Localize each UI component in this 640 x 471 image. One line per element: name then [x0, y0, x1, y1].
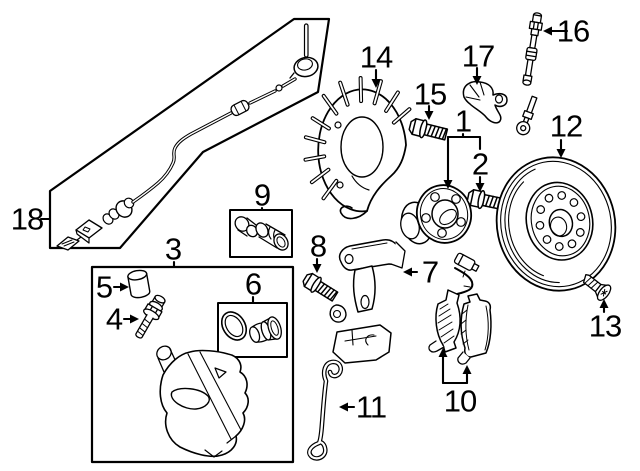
part-7-caliper-bracket — [329, 239, 406, 364]
pad2-hatching — [460, 309, 469, 345]
part-4-bleeder-valve — [135, 294, 166, 339]
callout-label-10: 10 — [443, 383, 477, 419]
part-5-bleeder-cap — [127, 269, 151, 299]
callout-label-13: 13 — [588, 308, 622, 344]
callout-label-11: 11 — [355, 389, 387, 425]
part-3-caliper-assembly — [90, 265, 295, 464]
part-11-retaining-spring — [307, 359, 344, 461]
shield-slots — [303, 76, 412, 201]
part-17-abs-sensor — [462, 80, 508, 124]
callout-label-7: 7 — [421, 254, 439, 290]
callout-label-17: 17 — [461, 38, 495, 74]
callout-label-12: 12 — [549, 108, 583, 144]
part-13-rotor-screw — [582, 273, 612, 301]
callout-label-2: 2 — [471, 146, 489, 182]
callout-label-16: 16 — [556, 13, 590, 49]
callout-label-4: 4 — [105, 301, 123, 337]
part-9-guide-bushings — [229, 209, 293, 258]
part-12-brake-rotor — [495, 156, 617, 292]
part-16-brake-hose — [516, 12, 543, 136]
callout-label-15: 15 — [413, 76, 447, 112]
callout-label-5: 5 — [95, 269, 113, 305]
callout-label-8: 8 — [309, 228, 327, 264]
part-18-speed-sensor-harness — [48, 17, 331, 251]
part-8-bolt — [299, 270, 341, 305]
callout-label-1: 1 — [454, 103, 472, 139]
caliper-body — [156, 345, 249, 458]
part-1-wheel-hub — [400, 184, 473, 245]
callout-leaders — [39, 26, 609, 412]
pad-hatching — [437, 303, 455, 344]
part-15-bolt — [407, 116, 450, 144]
part-14-splash-shield — [303, 76, 412, 220]
rotor-bolt-holes — [535, 191, 586, 251]
callout-label-9: 9 — [253, 177, 271, 213]
part-10-brake-pads — [428, 252, 492, 365]
part-6-seal-kit — [217, 302, 288, 358]
callout-label-3: 3 — [164, 231, 182, 267]
callout-label-14: 14 — [359, 39, 393, 75]
callout-label-6: 6 — [244, 266, 262, 302]
callout-label-18: 18 — [10, 201, 44, 237]
